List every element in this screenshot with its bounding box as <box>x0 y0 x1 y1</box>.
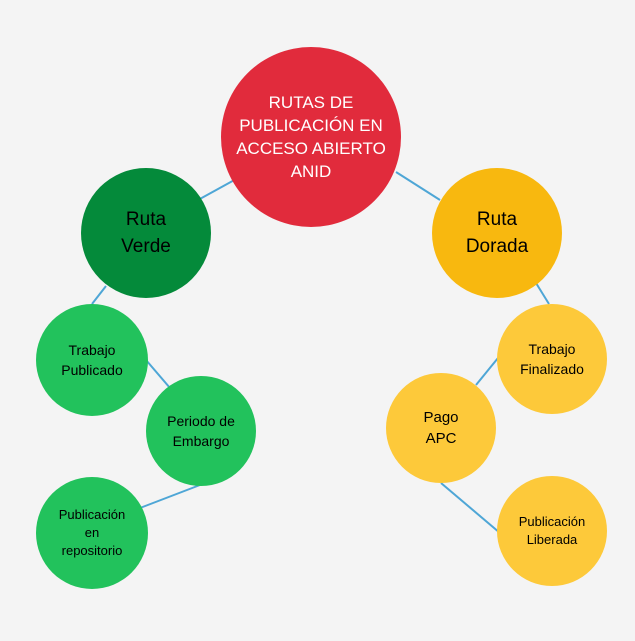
periodo-embargo-node: Periodo de Embargo <box>146 376 256 486</box>
publicacion-liberada-node: Publicación Liberada <box>497 476 607 586</box>
ruta-dorada-node: Ruta Dorada <box>432 168 562 298</box>
trabajo-publicado-label: Trabajo Publicado <box>61 342 123 378</box>
trabajo-finalizado-node: Trabajo Finalizado <box>497 304 607 414</box>
connector-gold-trabajo-finalizado <box>535 282 550 305</box>
connector-green-trabajo-publicado <box>91 285 107 305</box>
ruta-verde-node: Ruta Verde <box>81 168 211 298</box>
publicacion-repositorio-node: Publicación en repositorio <box>36 477 148 589</box>
publicacion-liberada-label: Publicación Liberada <box>518 514 586 547</box>
ruta-verde-label: Ruta Verde <box>121 209 171 257</box>
root-node-label: RUTAS DE PUBLICACIÓN EN ACCESO ABIERTO A… <box>236 93 386 181</box>
publicacion-repositorio-label: Publicación en repositorio <box>58 507 126 558</box>
root-node: RUTAS DE PUBLICACIÓN EN ACCESO ABIERTO A… <box>221 47 401 227</box>
periodo-embargo-label: Periodo de Embargo <box>167 413 235 449</box>
connector-pago-liberada <box>440 482 501 534</box>
connector-periodo-repositorio <box>139 484 201 509</box>
pago-apc-label: Pago APC <box>423 409 459 447</box>
connector-trabajo-publicado-periodo <box>145 359 171 389</box>
trabajo-finalizado-label: Trabajo Finalizado <box>520 341 584 377</box>
connector-trabajo-finalizado-pago <box>475 357 499 386</box>
connector-root-green <box>197 177 239 201</box>
ruta-dorada-label: Ruta Dorada <box>465 209 529 257</box>
trabajo-publicado-node: Trabajo Publicado <box>36 304 148 416</box>
connector-root-gold <box>395 171 441 201</box>
pago-apc-node: Pago APC <box>386 373 496 483</box>
